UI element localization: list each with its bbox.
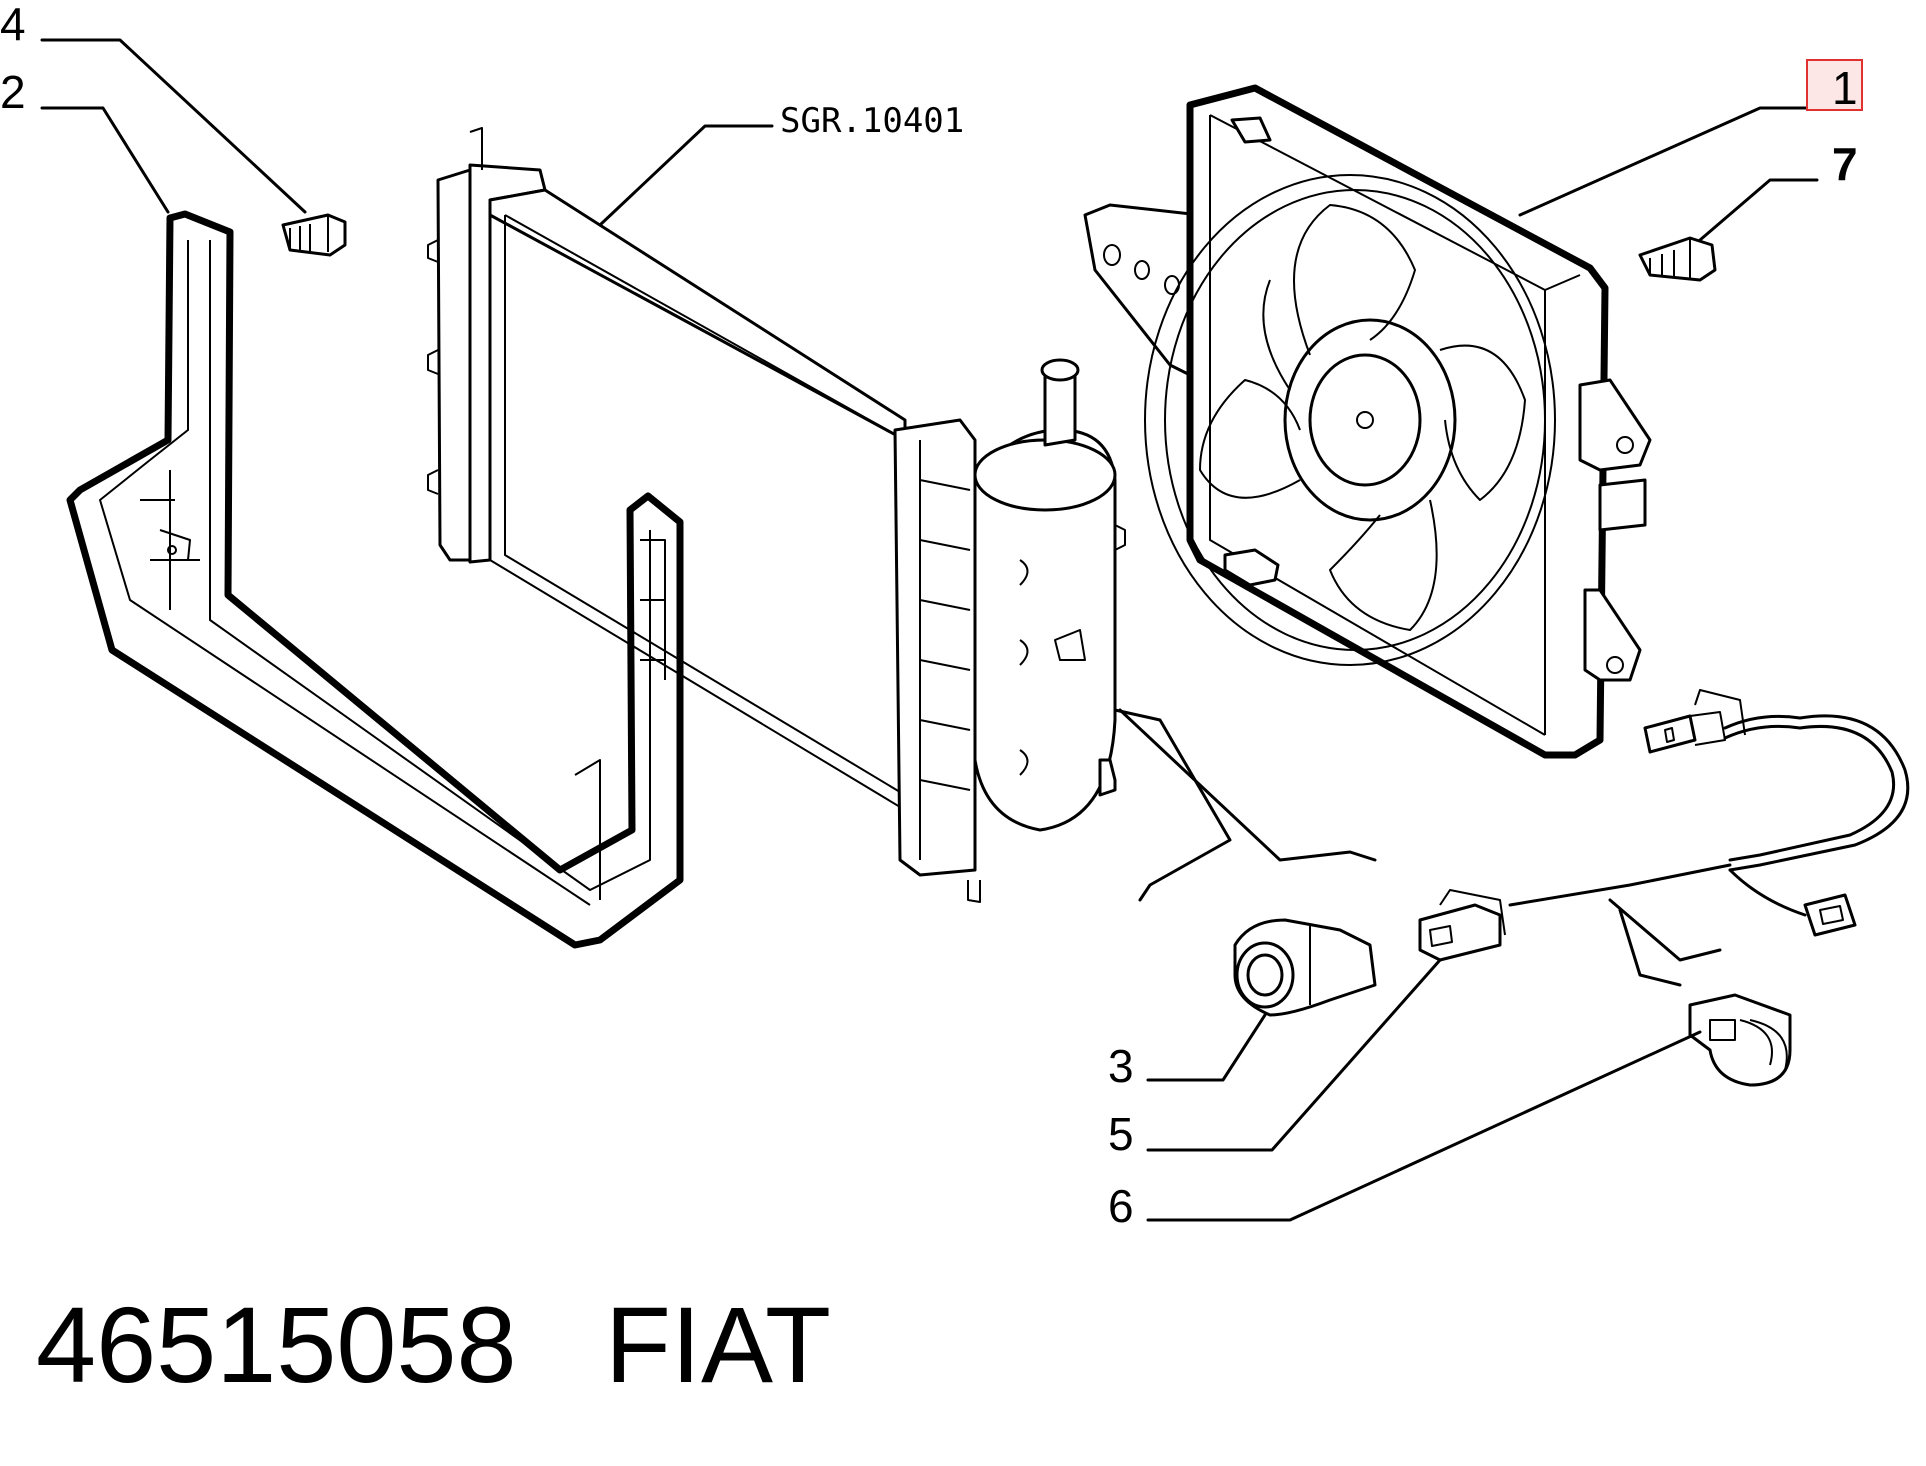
cable-clip-part-6 <box>1688 993 1792 1087</box>
part-number: 46515058 <box>36 1284 517 1405</box>
callout-2: 2 <box>0 66 26 118</box>
callout-3: 3 <box>1108 1040 1134 1092</box>
callout-4: 4 <box>0 0 26 50</box>
callout-5: 5 <box>1108 1108 1134 1160</box>
temperature-sensor-part-3 <box>1233 918 1377 1017</box>
callout-1: 1 <box>1832 62 1858 114</box>
brand-name: FIAT <box>605 1284 831 1405</box>
footer: 46515058 FIAT <box>36 1284 831 1405</box>
leader-lines <box>40 38 1819 1222</box>
callout-labels: 4 2 SGR.10401 1 7 3 5 6 <box>0 0 1863 1232</box>
bolt-part-7 <box>1638 236 1717 282</box>
reference-code-label: SGR.10401 <box>780 101 964 141</box>
callout-6: 6 <box>1108 1180 1134 1232</box>
shroud-deflector-part <box>66 210 684 949</box>
highlight-box-1 <box>1806 59 1863 111</box>
bolt-part-4 <box>281 213 347 257</box>
radiator-assembly <box>427 127 1126 903</box>
callout-7: 7 <box>1832 138 1858 190</box>
electric-fan-part-1 <box>1083 84 1652 759</box>
wiring-harness-part-5 <box>1418 689 1910 962</box>
